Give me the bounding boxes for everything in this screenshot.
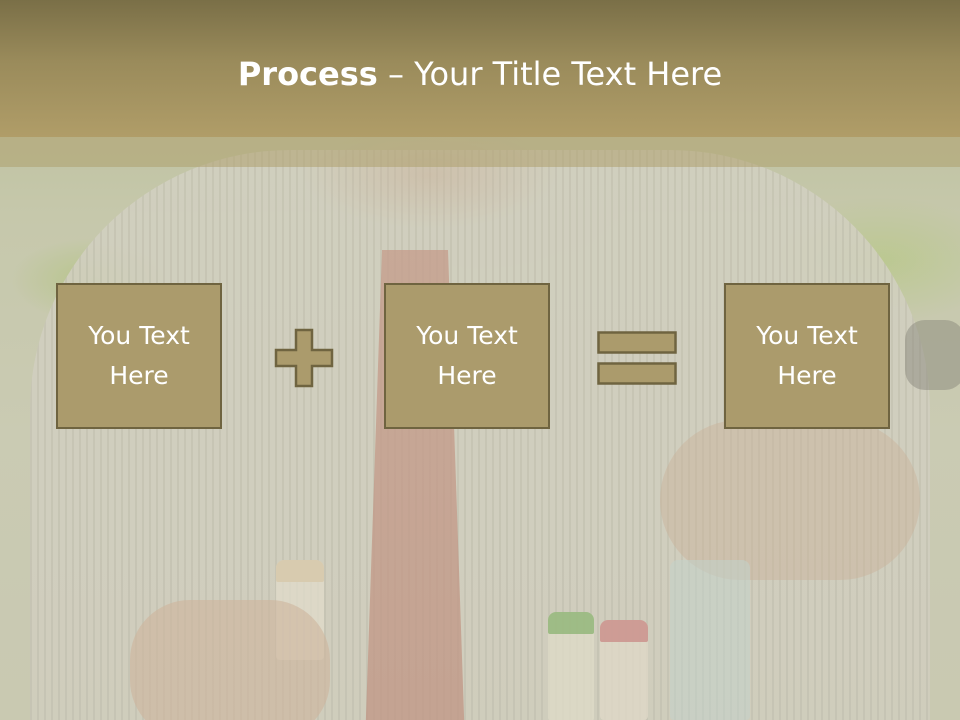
slide-title-rest: – Your Title Text Here: [377, 55, 723, 93]
equals-icon: [597, 331, 677, 385]
background-test-tube: [600, 620, 648, 720]
slide-title[interactable]: Process – Your Title Text Here: [0, 52, 960, 96]
title-bar-fade: [0, 137, 960, 167]
plus-icon: [274, 328, 334, 388]
process-box-2[interactable]: You Text Here: [384, 283, 550, 429]
process-box-label: You Text Here: [88, 321, 190, 390]
background-right-hand: [660, 420, 920, 580]
background-left-hand: [130, 600, 330, 720]
background-test-tube: [548, 612, 594, 720]
background-watch: [905, 320, 960, 390]
process-box-3[interactable]: You Text Here: [724, 283, 890, 429]
slide-title-bold: Process: [237, 55, 378, 93]
process-box-1[interactable]: You Text Here: [56, 283, 222, 429]
background-test-tube: [670, 560, 750, 720]
process-box-label: You Text Here: [756, 321, 858, 390]
process-box-label: You Text Here: [416, 321, 518, 390]
title-bar: [0, 0, 960, 137]
